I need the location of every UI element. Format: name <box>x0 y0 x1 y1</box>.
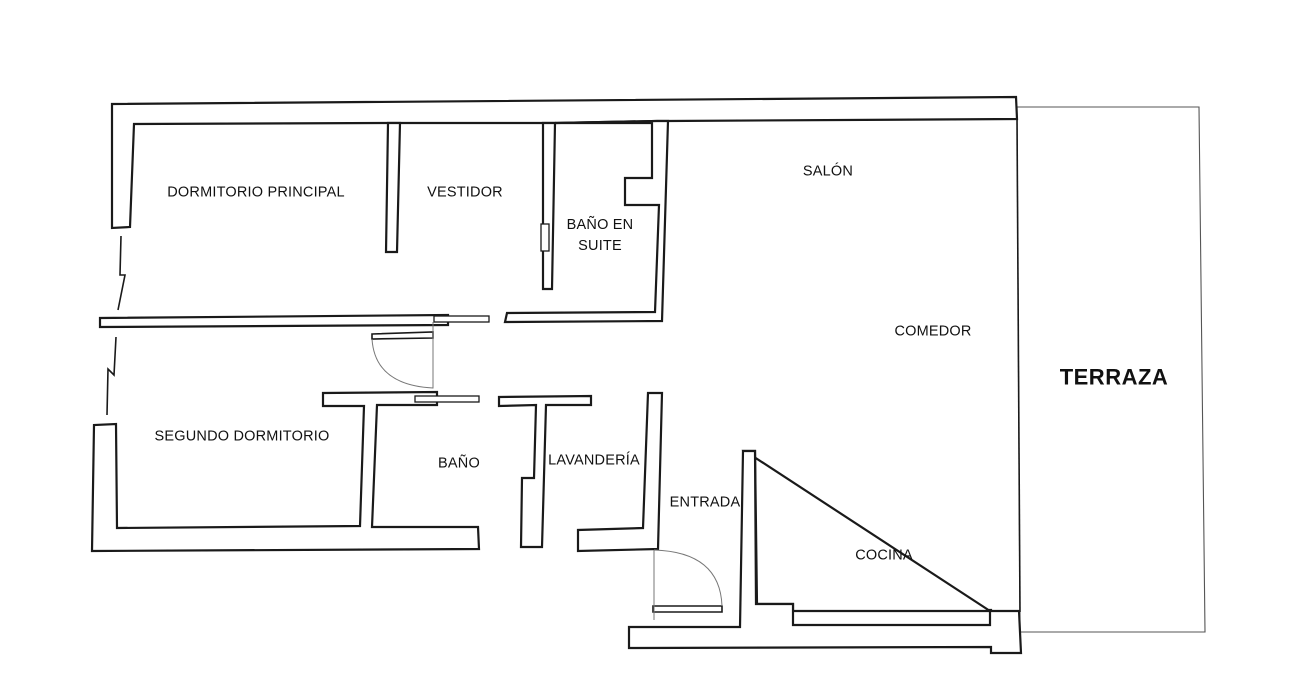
sliding-door-bano <box>414 395 480 403</box>
room-label-terraza: TERRAZA <box>1059 364 1169 390</box>
door-leaf-dormitorio <box>371 331 434 340</box>
room-label-comedor: COMEDOR <box>894 323 972 340</box>
room-label-bano-en-suite: BAÑO EN SUITE <box>567 215 634 257</box>
wall-salon-east <box>1016 118 1021 613</box>
room-label-salon: SALÓN <box>802 163 854 180</box>
room-label-lavanderia: LAVANDERÍA <box>548 452 640 469</box>
sliding-door-suite <box>540 223 550 252</box>
wall-break-lower <box>106 336 117 416</box>
wall-bano-suite-right <box>503 119 670 324</box>
wall-top-outer <box>110 95 1019 230</box>
room-label-bano-en-suite-line2: SUITE <box>578 238 622 254</box>
wall-break-upper <box>117 235 126 311</box>
wall-lavanderia-entrada <box>576 391 664 553</box>
wall-bano-top <box>90 390 481 553</box>
room-label-bano-en-suite-line1: BAÑO EN <box>566 217 634 233</box>
room-label-segundo-dormitorio: SEGUNDO DORMITORIO <box>154 428 330 445</box>
door-swing-entrada <box>653 549 723 620</box>
sliding-door-upper <box>433 315 490 323</box>
wall-cocina-bottom <box>627 449 1023 655</box>
room-label-cocina: COCINA <box>855 547 913 564</box>
room-label-entrada: ENTRADA <box>669 494 741 511</box>
room-label-vestidor: VESTIDOR <box>427 184 503 201</box>
door-leaf-entrada <box>652 605 723 613</box>
room-label-bano: BAÑO <box>438 455 480 472</box>
wall-lavanderia <box>497 394 593 549</box>
wall-vestidor-bano-suite <box>541 121 557 291</box>
wall-bottom-outer <box>741 449 993 614</box>
room-label-dormitorio-principal: DORMITORIO PRINCIPAL <box>167 184 345 201</box>
wall-middle-horizontal <box>98 313 450 329</box>
door-swing-dormitorio <box>371 322 434 389</box>
wall-dormitorio-vestidor <box>384 121 402 254</box>
